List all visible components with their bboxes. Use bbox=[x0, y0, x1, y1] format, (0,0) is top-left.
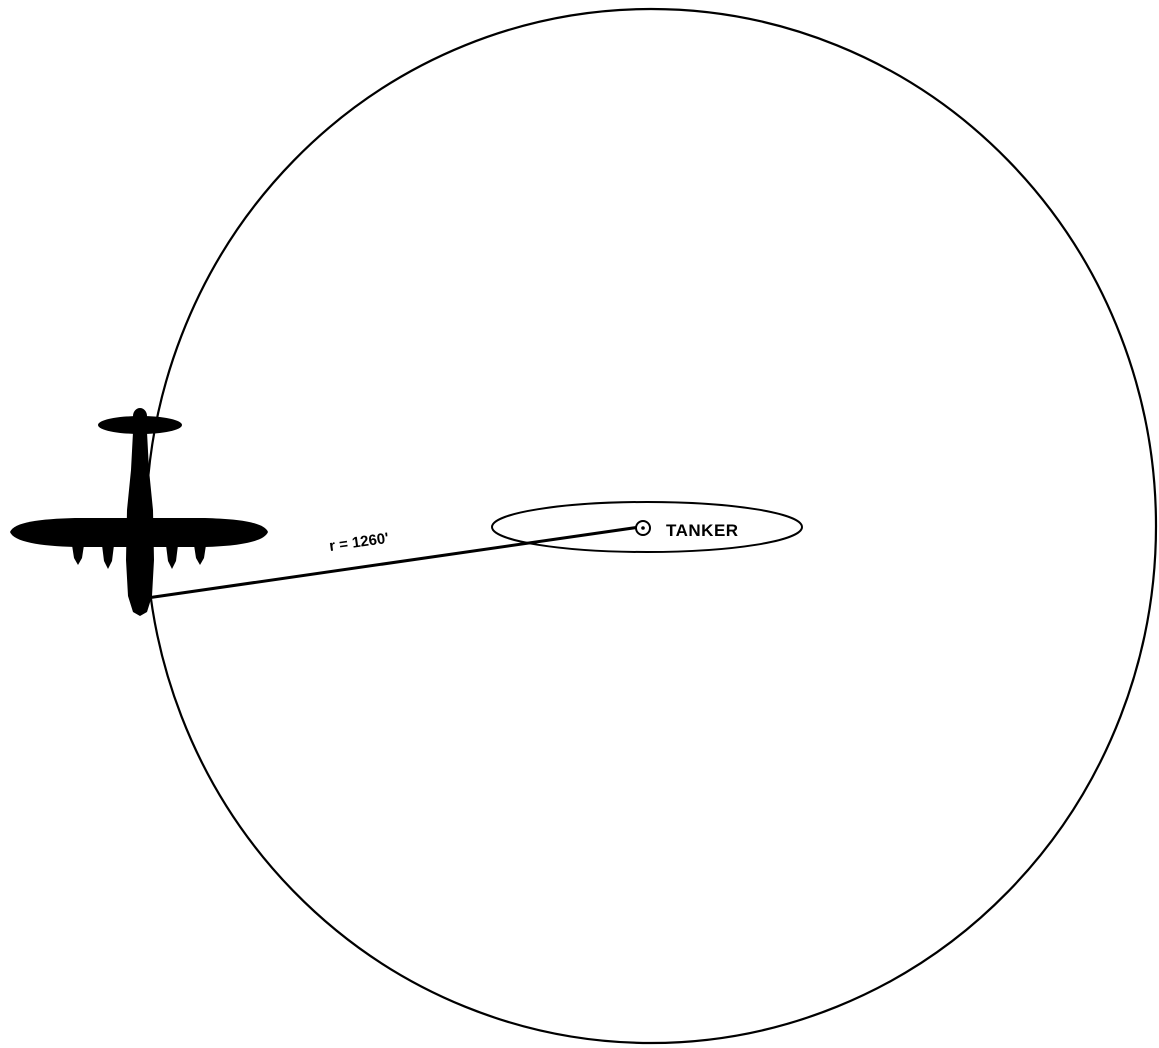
radius-label: r = 1260' bbox=[328, 530, 390, 555]
orbit-circle bbox=[146, 9, 1156, 1043]
tanker-marker-icon bbox=[636, 521, 650, 535]
tanker-label: TANKER bbox=[666, 521, 739, 540]
